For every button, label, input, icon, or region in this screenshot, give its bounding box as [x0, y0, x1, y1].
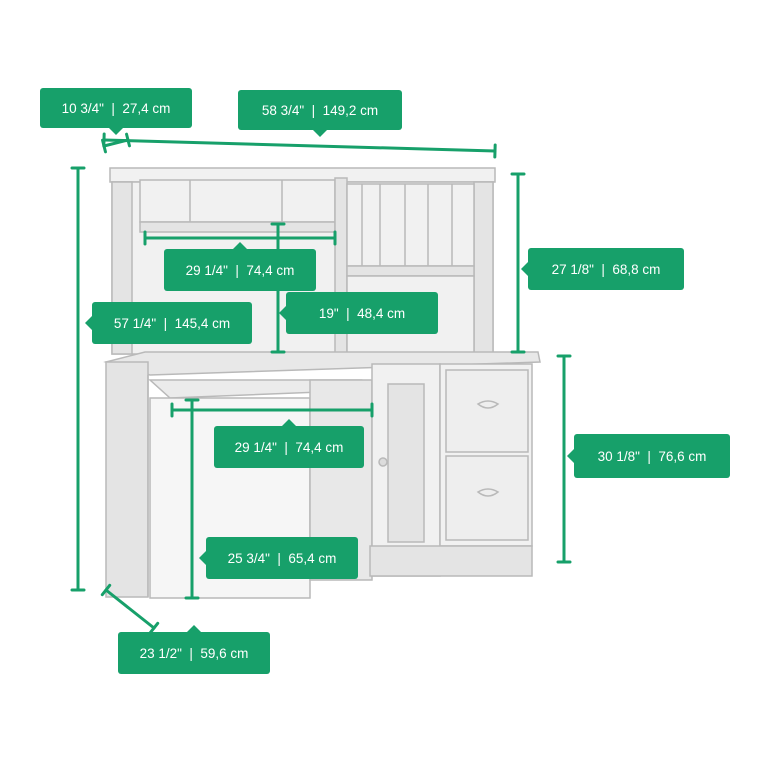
label-pointer: [279, 306, 286, 320]
overall-width-label: 58 3/4" | 149,2 cm: [238, 90, 402, 130]
knee-width-label: 29 1/4" | 74,4 cm: [214, 426, 364, 468]
label-pointer: [313, 130, 327, 137]
label-pointer: [187, 625, 201, 632]
hutch-inner-width-value: 29 1/4" | 74,4 cm: [186, 263, 295, 278]
desk-depth-value: 23 1/2" | 59,6 cm: [140, 646, 249, 661]
hutch-depth-value: 10 3/4" | 27,4 cm: [62, 101, 171, 116]
hutch-depth-label: 10 3/4" | 27,4 cm: [40, 88, 192, 128]
desk-height-label: 30 1/8" | 76,6 cm: [574, 434, 730, 478]
hutch-left-upper-cubbies: [140, 180, 335, 222]
knee-height-value: 25 3/4" | 65,4 cm: [228, 551, 337, 566]
overall-height-label: 57 1/4" | 145,4 cm: [92, 302, 252, 344]
label-pointer: [199, 551, 206, 565]
knee-height-label: 25 3/4" | 65,4 cm: [206, 537, 358, 579]
hutch-right-side: [474, 182, 493, 354]
desk-height-value: 30 1/8" | 76,6 cm: [598, 449, 707, 464]
hutch-right-slots: [347, 184, 474, 266]
hutch-inner-width-label: 29 1/4" | 74,4 cm: [164, 249, 316, 291]
bottom-file-drawer: [446, 456, 528, 540]
top-file-drawer: [446, 370, 528, 452]
hutch-opening-height-value: 19" | 48,4 cm: [319, 306, 405, 321]
overall-width-line: [104, 140, 495, 151]
cabinet-base: [370, 546, 532, 576]
door-knob: [379, 458, 387, 466]
label-pointer: [521, 262, 528, 276]
label-pointer: [567, 449, 574, 463]
hutch-height-value: 27 1/8" | 68,8 cm: [552, 262, 661, 277]
desk-depth-label: 23 1/2" | 59,6 cm: [118, 632, 270, 674]
overall-width-value: 58 3/4" | 149,2 cm: [262, 103, 378, 118]
desk-with-hutch-illustration: [106, 168, 540, 598]
label-pointer: [85, 316, 92, 330]
label-pointer: [109, 128, 123, 135]
hutch-right-shelf: [347, 266, 474, 276]
hutch-left-shelf: [140, 222, 335, 232]
label-pointer: [233, 242, 247, 249]
cabinet-door-panel: [388, 384, 424, 542]
hutch-opening-height-label: 19" | 48,4 cm: [286, 292, 438, 334]
desk-left-panel: [106, 362, 148, 597]
overall-height-value: 57 1/4" | 145,4 cm: [114, 316, 230, 331]
knee-width-value: 29 1/4" | 74,4 cm: [235, 440, 344, 455]
label-pointer: [282, 419, 296, 426]
hutch-height-label: 27 1/8" | 68,8 cm: [528, 248, 684, 290]
